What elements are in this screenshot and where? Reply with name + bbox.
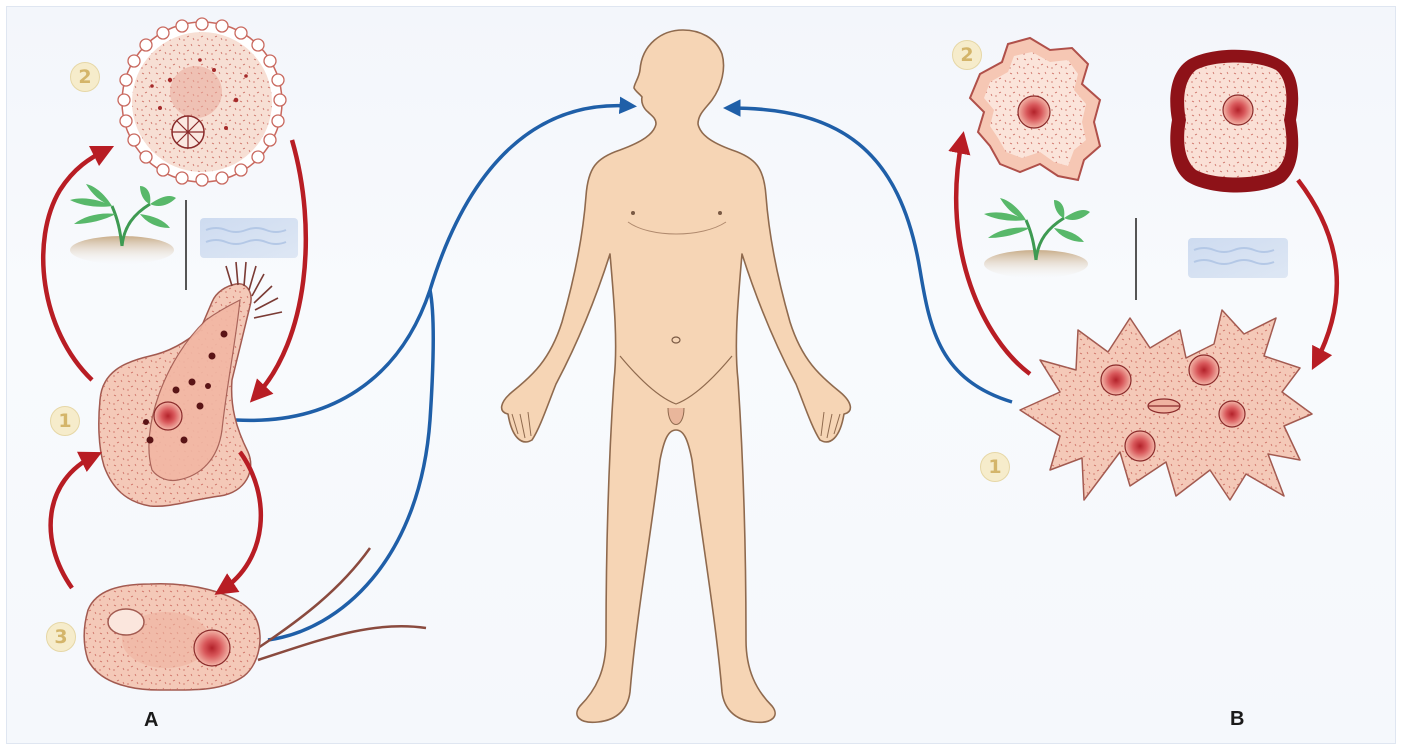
b-cyst — [1170, 50, 1298, 193]
stage-number-a-2: 2 — [70, 62, 100, 92]
stage-number-b-2: 2 — [952, 40, 982, 70]
stage-number-a-3: 3 — [46, 622, 76, 652]
right-nipple — [718, 211, 722, 215]
stage-number-a-1: 1 — [50, 406, 80, 436]
a-cyst — [118, 18, 286, 186]
nose-entry-arrow-flagellate — [268, 290, 433, 640]
a-water-icon — [200, 218, 298, 258]
stage-number-b-1: 1 — [980, 452, 1010, 482]
a-arrow-flag-to-troph — [51, 456, 94, 588]
a-arrow-cyst-to-troph — [256, 140, 306, 396]
b-arrow-cyst-to-troph — [1298, 180, 1337, 362]
panel-label-b: B — [1230, 708, 1244, 731]
b-soil-plant-icon — [984, 198, 1090, 278]
a-flagellate — [84, 548, 426, 690]
a-soil-plant-icon — [70, 184, 176, 264]
left-nipple — [631, 211, 635, 215]
b-precyst — [970, 38, 1100, 180]
a-arrow-troph-to-cyst — [43, 150, 106, 380]
human-body-figure — [502, 30, 851, 722]
a-trophozoite — [99, 262, 282, 506]
b-water-icon — [1188, 238, 1288, 278]
panel-label-a: A — [144, 709, 158, 732]
b-trophozoite — [1020, 310, 1312, 500]
